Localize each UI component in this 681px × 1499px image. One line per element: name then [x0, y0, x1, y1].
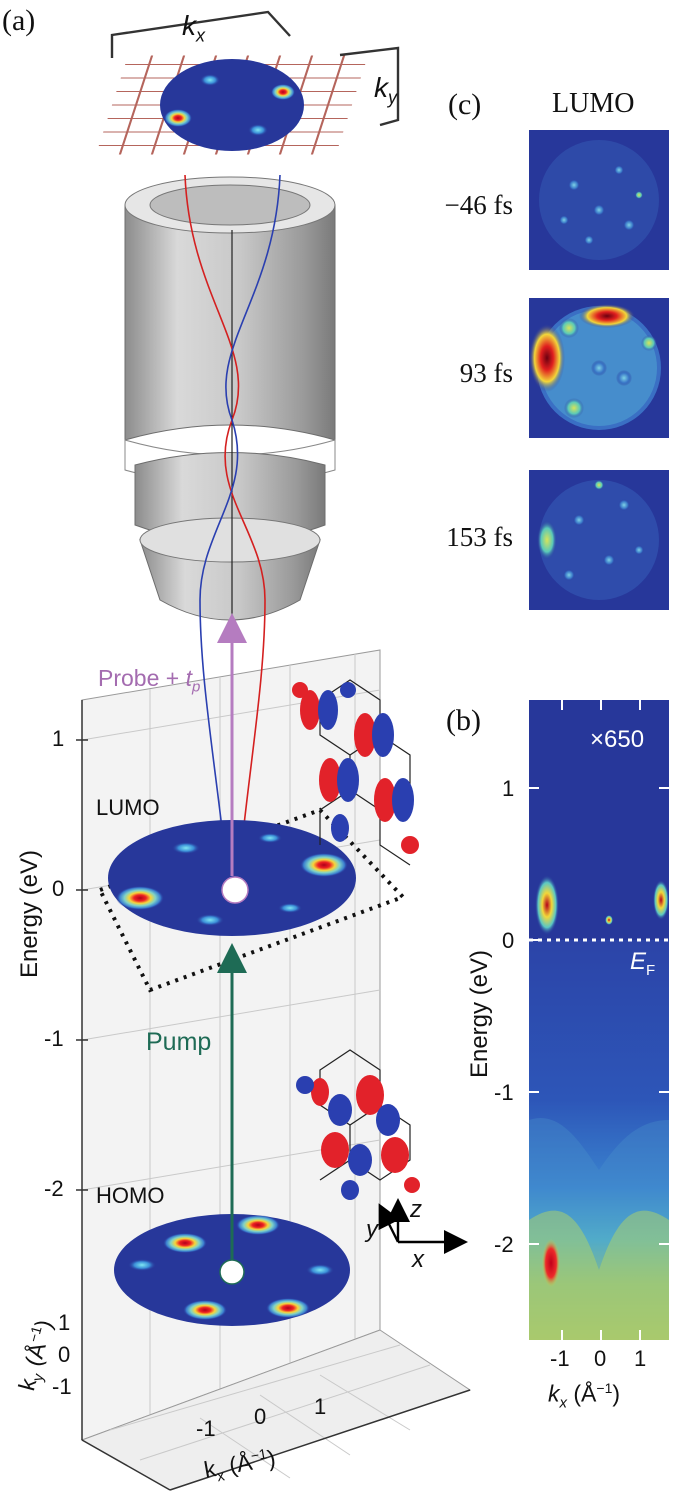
- electron-spectrometer: [124, 176, 336, 640]
- probe-label: Probe + tp: [98, 665, 201, 696]
- energy-tick-1: 1: [52, 726, 65, 751]
- snapshot-time-2: 93 fs: [459, 358, 513, 388]
- detector-kx-label: kx: [182, 10, 205, 46]
- lumo-momentum-disk: [108, 820, 356, 936]
- ky-tick-0: 0: [58, 1342, 71, 1367]
- lumo-snapshot-93: [529, 298, 669, 438]
- energy-box-grid: [76, 649, 472, 1491]
- band-kx-tick-minus1: -1: [550, 1346, 570, 1371]
- detector-bracket: [110, 10, 400, 127]
- panel-c-title: LUMO: [552, 88, 635, 119]
- snapshot-time-1: −46 fs: [444, 190, 513, 220]
- panel-a-letter: (a): [2, 4, 36, 37]
- detector-momentum-map: [160, 59, 304, 151]
- energy-axis-title: Energy (eV): [16, 849, 43, 979]
- coord-y-label: y: [366, 1216, 378, 1243]
- kx-tick-0: 0: [254, 1404, 267, 1429]
- coord-x-label: x: [412, 1246, 424, 1273]
- homo-momentum-disk: [114, 1214, 350, 1326]
- snapshot-time-3: 153 fs: [446, 522, 513, 552]
- electron-trajectory-red: [184, 174, 266, 881]
- coordinate-axes: [378, 1198, 468, 1254]
- lumo-label: LUMO: [96, 795, 160, 820]
- homo-label: HOMO: [96, 1183, 165, 1208]
- panel-b-letter: (b): [446, 704, 481, 737]
- kx-tick-minus1: -1: [196, 1416, 216, 1441]
- detector-ky-label: ky: [374, 72, 397, 108]
- scale-factor-label: ×650: [590, 726, 645, 753]
- pump-label: Pump: [146, 1028, 212, 1056]
- band-energy-axis-title: Energy (eV): [466, 949, 493, 1079]
- fermi-level-label: EF: [630, 948, 656, 979]
- panel-c-snapshots: [529, 130, 669, 610]
- homo-orbital-image: [296, 1049, 420, 1200]
- band-kx-axis-title: kx (Å−1): [548, 1380, 621, 1412]
- energy-tick-minus2: -2: [44, 1176, 64, 1201]
- band-energy-tick-0: 0: [502, 928, 515, 953]
- energy-tick-0: 0: [52, 876, 65, 901]
- lumo-snapshot-153: [529, 470, 669, 610]
- kx-tick-1: 1: [314, 1394, 327, 1419]
- electron-trajectory-blue: [199, 174, 281, 881]
- band-kx-tick-1: 1: [634, 1346, 647, 1371]
- band-energy-tick-minus1: -1: [494, 1080, 514, 1105]
- panel-c-letter: (c): [448, 88, 482, 121]
- lumo-snapshot-minus46: [529, 130, 669, 270]
- band-energy-tick-1: 1: [502, 776, 515, 801]
- coord-z-label: z: [410, 1196, 422, 1223]
- band-energy-tick-minus2: -2: [494, 1232, 514, 1257]
- lumo-orbital-image: [292, 679, 419, 866]
- panel-b-band-map: [529, 700, 669, 1340]
- ky-tick-1: 1: [58, 1310, 71, 1335]
- ky-tick-minus1: -1: [52, 1374, 72, 1399]
- energy-tick-minus1: -1: [44, 1026, 64, 1051]
- band-kx-tick-0: 0: [594, 1346, 607, 1371]
